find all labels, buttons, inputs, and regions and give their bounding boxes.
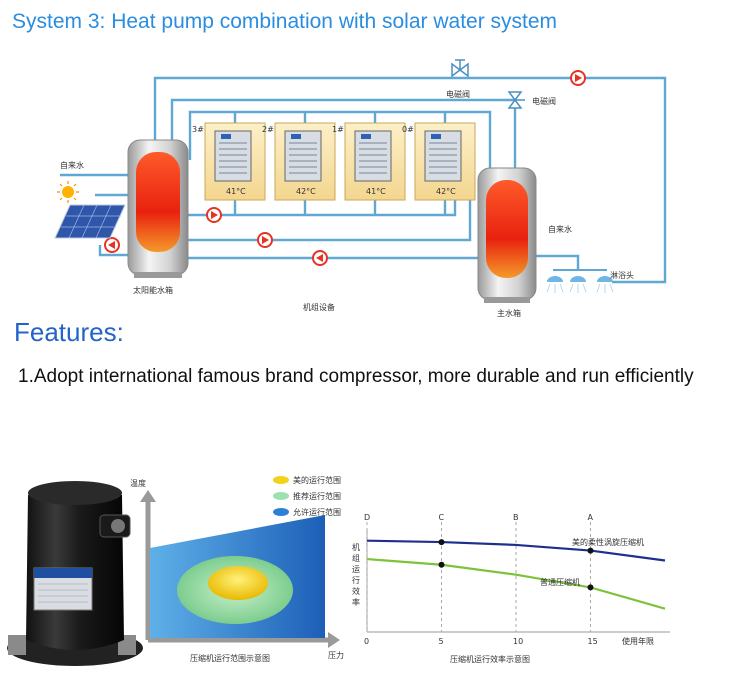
- features-heading: Features:: [14, 317, 124, 347]
- unit-temp: 41°C: [366, 187, 386, 196]
- solenoid-valve-icon: [507, 91, 525, 109]
- sun-icon: [57, 181, 79, 203]
- efficiency-top-letter: D: [364, 513, 370, 522]
- system-diagram: 电磁阀 电磁阀 太阳能水箱 自来水: [54, 59, 667, 318]
- efficiency-marker: [587, 547, 594, 554]
- pump-icon: [257, 232, 273, 248]
- operating-range-chart: 温度 压力 压缩机运行范围示意图 美的运行范围 推荐运行范围 允许运行范围: [130, 475, 344, 663]
- efficiency-top-letter: B: [513, 513, 519, 522]
- range-caption: 压缩机运行范围示意图: [190, 653, 270, 663]
- main-water-tank: [477, 167, 537, 303]
- efficiency-top-letter: A: [588, 513, 594, 522]
- legend-swatch: [273, 476, 289, 484]
- pump-icon: [104, 237, 120, 253]
- heat-pump-unit: [274, 122, 336, 201]
- legend-label: 允许运行范围: [293, 507, 341, 517]
- compressor-image: [7, 481, 143, 666]
- range-ylabel: 温度: [130, 478, 146, 488]
- efficiency-series-label: 美的柔性涡旋压缩机: [572, 537, 644, 547]
- efficiency-series-label: 普通压缩机: [540, 577, 580, 587]
- heat-pump-unit: [344, 122, 406, 201]
- efficiency-marker: [438, 561, 445, 568]
- shower-head-label: 淋浴头: [610, 270, 634, 280]
- efficiency-series-line: [366, 539, 666, 562]
- shower-head-icon: [546, 269, 614, 293]
- efficiency-xlabel: 使用年限: [622, 636, 654, 646]
- heat-pump-unit: [414, 122, 476, 201]
- unit-id: 2#: [262, 125, 274, 134]
- solenoid-valve-icon: [451, 59, 469, 78]
- legend-label: 推荐运行范围: [293, 491, 341, 501]
- solenoid-valve-label: 电磁阀: [532, 96, 556, 106]
- feature-item-1: 1.Adopt international famous brand compr…: [18, 366, 694, 387]
- tap-water-label: 自来水: [60, 160, 84, 170]
- legend-label: 美的运行范围: [293, 475, 341, 485]
- solar-panel: [54, 204, 126, 239]
- efficiency-x-tick: 10: [513, 637, 523, 646]
- unit-id: 3#: [192, 125, 204, 134]
- unit-temp: 41°C: [226, 187, 246, 196]
- page-title: System 3: Heat pump combination with sol…: [12, 10, 558, 33]
- solenoid-valve-label: 电磁阀: [446, 89, 470, 99]
- unit-temp: 42°C: [436, 187, 456, 196]
- tap-water-label: 自来水: [548, 224, 572, 234]
- efficiency-marker: [438, 539, 445, 546]
- main-tank-label: 主水箱: [497, 308, 521, 318]
- heat-pump-unit: [204, 122, 266, 201]
- pump-icon: [206, 207, 222, 223]
- unit-temp: 42°C: [296, 187, 316, 196]
- range-xlabel: 压力: [328, 650, 344, 660]
- solar-tank-label: 太阳能水箱: [133, 285, 173, 295]
- unit-equipment-label: 机组设备: [303, 302, 335, 312]
- unit-id: 0#: [402, 125, 414, 134]
- efficiency-top-letter: C: [439, 513, 445, 522]
- efficiency-caption: 压缩机运行效率示意图: [450, 654, 530, 664]
- efficiency-x-tick: 5: [439, 637, 444, 646]
- unit-id: 1#: [332, 125, 344, 134]
- efficiency-marker: [587, 584, 594, 591]
- efficiency-ylabel: 机组运行效率: [352, 542, 360, 607]
- efficiency-series-line: [366, 557, 666, 610]
- legend-swatch: [273, 508, 289, 516]
- pump-icon: [570, 70, 586, 86]
- efficiency-x-tick: 0: [364, 637, 369, 646]
- solar-water-tank: [127, 139, 189, 278]
- efficiency-chart: 机组运行效率 使用年限 压缩机运行效率示意图 D 0 C 5 B 10 A 15 美的柔性涡旋压…: [352, 513, 670, 664]
- legend-swatch: [273, 492, 289, 500]
- pump-icon: [312, 250, 328, 266]
- efficiency-x-tick: 15: [588, 637, 598, 646]
